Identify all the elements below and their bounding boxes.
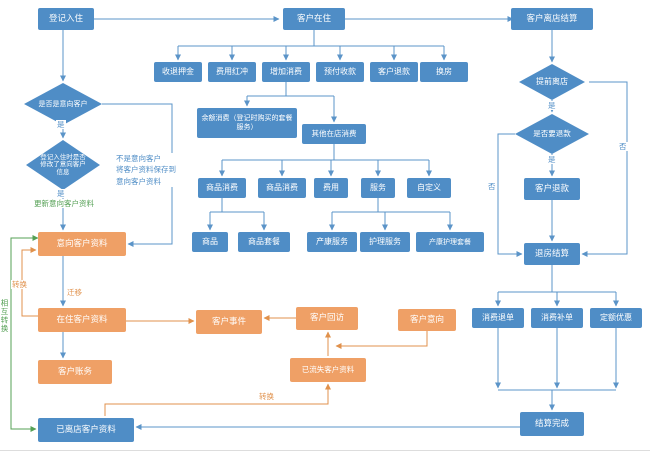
node-services: 服务	[361, 178, 395, 198]
label-yes-3: 是	[547, 101, 557, 110]
node-nursing-service: 护理服务	[360, 232, 410, 252]
node-consumption-supplement-order: 消费补单	[531, 308, 583, 328]
node-prepaid-collection: 预付收款	[316, 62, 364, 82]
label-migrate: 迁移	[66, 288, 83, 297]
node-prospect-profile: 意向客户资料	[38, 232, 126, 256]
node-balance-consumption: 余额消费（登记时购买的套餐服务）	[197, 108, 297, 138]
node-departed-profile: 已离店客户资料	[38, 418, 134, 442]
node-customer-events: 客户事件	[196, 310, 262, 334]
label-yes-1: 是	[56, 120, 66, 129]
label-yes-4: 是	[547, 155, 557, 164]
node-customer-intention: 客户意向	[398, 309, 456, 331]
node-inhouse-profile: 在住客户资料	[38, 308, 126, 332]
node-customer-refund-top: 客户退款	[370, 62, 418, 82]
node-postpartum-service: 产康服务	[307, 232, 357, 252]
node-consumption-refund-order: 消费退单	[472, 308, 524, 328]
node-room-change: 换房	[420, 62, 468, 82]
node-collect-refund-deposit: 收退押金	[154, 62, 202, 82]
node-other-instore-consumption: 其他在店消费	[302, 124, 366, 144]
node-customer-finance: 客户账务	[38, 360, 112, 384]
note-not-prospect-line3: 意向客户资料	[116, 176, 161, 186]
node-fees: 费用	[314, 178, 348, 198]
label-update-prospect: 更新意向客户资料	[33, 199, 95, 208]
label-no-1: 否	[487, 182, 497, 191]
node-checkout-room-settlement: 退房结算	[524, 243, 580, 265]
node-checkin-register: 登记入住	[38, 8, 94, 30]
label-yes-2: 是	[56, 189, 66, 198]
note-not-prospect-line1: 不是意向客户	[116, 154, 161, 163]
node-quota-discount: 定额优惠	[590, 308, 642, 328]
node-add-consumption: 增加消费	[262, 62, 310, 82]
node-goods-consumption-1: 商品消费	[198, 178, 246, 198]
node-customer-in-residence: 客户在住	[283, 8, 345, 30]
node-customer-refund-right: 客户退款	[524, 178, 580, 200]
node-goods: 商品	[192, 232, 228, 252]
label-no-2: 否	[618, 142, 628, 151]
node-customer-revisit: 客户回访	[296, 307, 358, 330]
node-postpartum-nursing-package: 产康护理套餐	[416, 232, 484, 252]
node-custom: 自定义	[407, 178, 451, 198]
node-fee-reversal: 费用红冲	[208, 62, 256, 82]
page-bottom-border	[0, 450, 650, 451]
label-convert-bottom: 转换	[258, 392, 275, 401]
node-goods-package: 商品套餐	[238, 232, 290, 252]
note-not-prospect: 不是意向客户 将客户资料保存到 意向客户资料	[116, 153, 186, 187]
node-settlement-complete: 结算完成	[520, 412, 584, 436]
node-goods-consumption-2: 商品消费	[258, 178, 306, 198]
node-customer-checkout-settlement: 客户离店结算	[511, 8, 593, 30]
note-not-prospect-line2: 将客户资料保存到	[116, 165, 176, 175]
label-convert-left: 转换	[11, 280, 28, 289]
label-mutual-convert: 相互转换	[0, 298, 9, 334]
node-lost-customer-profile: 已流失客户资料	[290, 358, 366, 382]
